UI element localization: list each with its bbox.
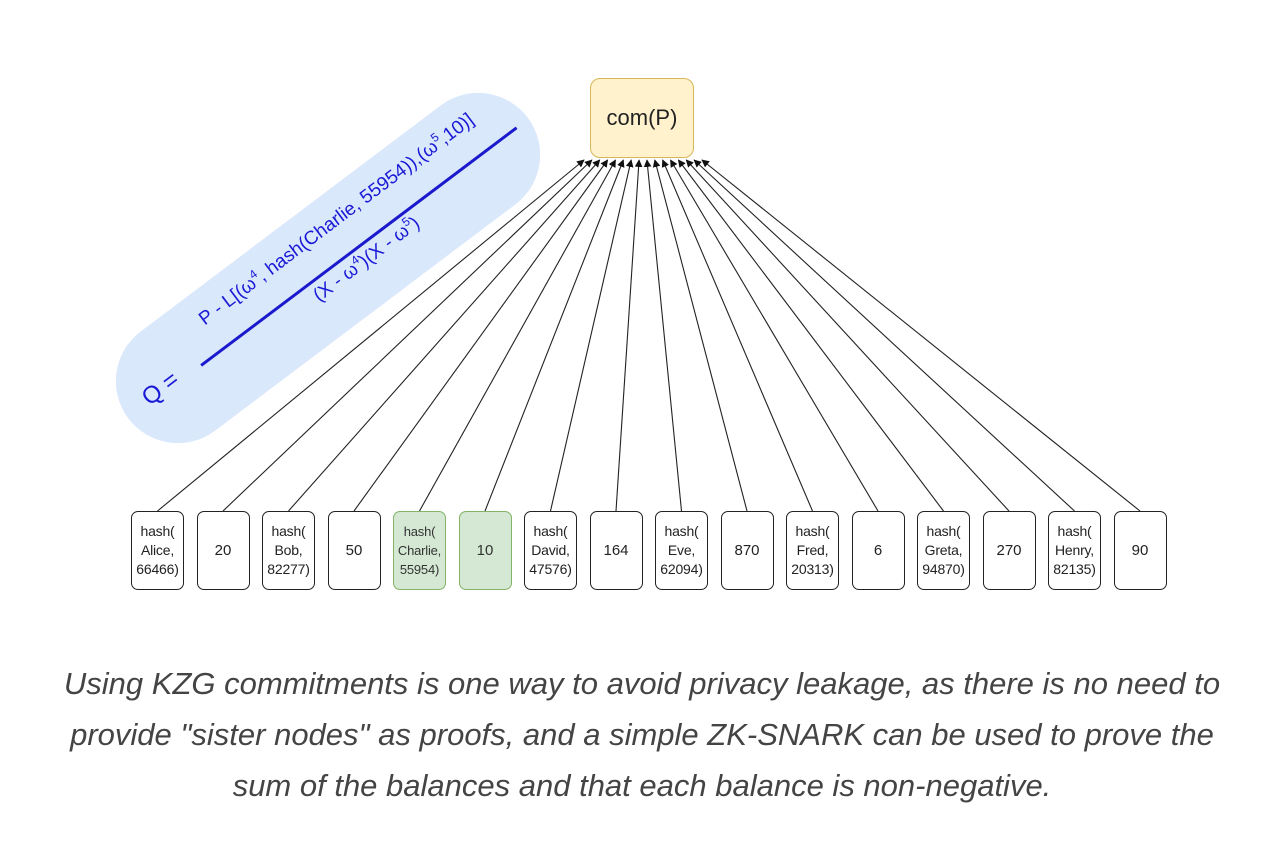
edge-leaf-to-root xyxy=(693,159,1075,512)
numerator-part: ,10)] xyxy=(435,109,479,150)
edge-leaf-to-root xyxy=(288,159,601,512)
leaf-label: hash( Charlie, 55954) xyxy=(397,524,442,577)
leaf-node: hash( Greta, 94870) xyxy=(917,511,970,590)
edge-leaf-to-root xyxy=(484,159,625,512)
leaf-node: 6 xyxy=(851,511,905,590)
leaf-label: hash( Greta, 94870) xyxy=(922,523,965,577)
formula-lhs: Q = xyxy=(136,365,185,412)
leaf-label: 6 xyxy=(873,542,883,559)
leaf-label: 20 xyxy=(214,542,232,559)
edge-leaf-to-root xyxy=(677,159,944,512)
leaf-node: hash( Alice, 66466) xyxy=(131,511,184,590)
edge-leaf-to-root xyxy=(222,159,593,512)
leaf-node: hash( Eve, 62094) xyxy=(655,511,708,590)
leaf-node: 164 xyxy=(589,511,643,590)
edge-leaf-to-root xyxy=(549,159,634,512)
edge-leaf-to-root xyxy=(157,159,585,512)
leaf-label: 90 xyxy=(1131,542,1149,559)
leaf-node: hash( David, 47576) xyxy=(524,511,577,590)
edge-leaf-to-root xyxy=(661,159,814,512)
edge-leaf-to-root xyxy=(419,159,616,512)
leaf-label: hash( Eve, 62094) xyxy=(660,523,703,577)
kzg-commitment-diagram: com(P) Q = P - L[(ω4, hash(Charlie, 5595… xyxy=(91,68,1167,590)
leaf-node-highlighted: hash( Charlie, 55954) xyxy=(393,511,446,590)
leaf-node: hash( Henry, 82135) xyxy=(1048,511,1101,590)
numerator-part: P - L[(ω xyxy=(195,273,261,330)
edges-layer xyxy=(157,159,1141,512)
leaf-label: hash( Bob, 82277) xyxy=(267,523,310,577)
edge-leaf-to-root xyxy=(652,159,748,512)
leaf-label: hash( Alice, 66466) xyxy=(136,523,179,577)
leaf-node: 20 xyxy=(196,511,250,590)
root-label: com(P) xyxy=(606,105,678,130)
leaf-label: hash( David, 47576) xyxy=(529,523,572,577)
edge-leaf-to-root xyxy=(643,159,683,512)
leaf-node: 870 xyxy=(720,511,774,590)
leaf-label: 10 xyxy=(476,542,494,559)
leaf-label: hash( Fred, 20313) xyxy=(791,523,834,577)
leaf-node: 90 xyxy=(1113,511,1167,590)
edge-leaf-to-root xyxy=(685,159,1010,512)
leaf-label: 270 xyxy=(996,542,1022,559)
leaf-node: 50 xyxy=(327,511,381,590)
leaf-label: 164 xyxy=(603,542,629,559)
leaf-node: hash( Fred, 20313) xyxy=(786,511,839,590)
leaf-label: 50 xyxy=(345,542,363,559)
leaf-node-highlighted: 10 xyxy=(458,511,512,590)
root-commitment-node: com(P) xyxy=(590,78,694,158)
leaf-label: hash( Henry, 82135) xyxy=(1053,523,1096,577)
edge-leaf-to-root xyxy=(353,159,609,512)
leaf-node: 270 xyxy=(982,511,1036,590)
leaf-node: hash( Bob, 82277) xyxy=(262,511,315,590)
edge-leaf-to-root xyxy=(701,159,1141,512)
figure-caption: Using KZG commitments is one way to avoi… xyxy=(63,666,1221,803)
leaf-label: 870 xyxy=(734,542,760,559)
edge-leaf-to-root xyxy=(670,159,879,512)
edge-leaf-to-root xyxy=(615,159,643,512)
